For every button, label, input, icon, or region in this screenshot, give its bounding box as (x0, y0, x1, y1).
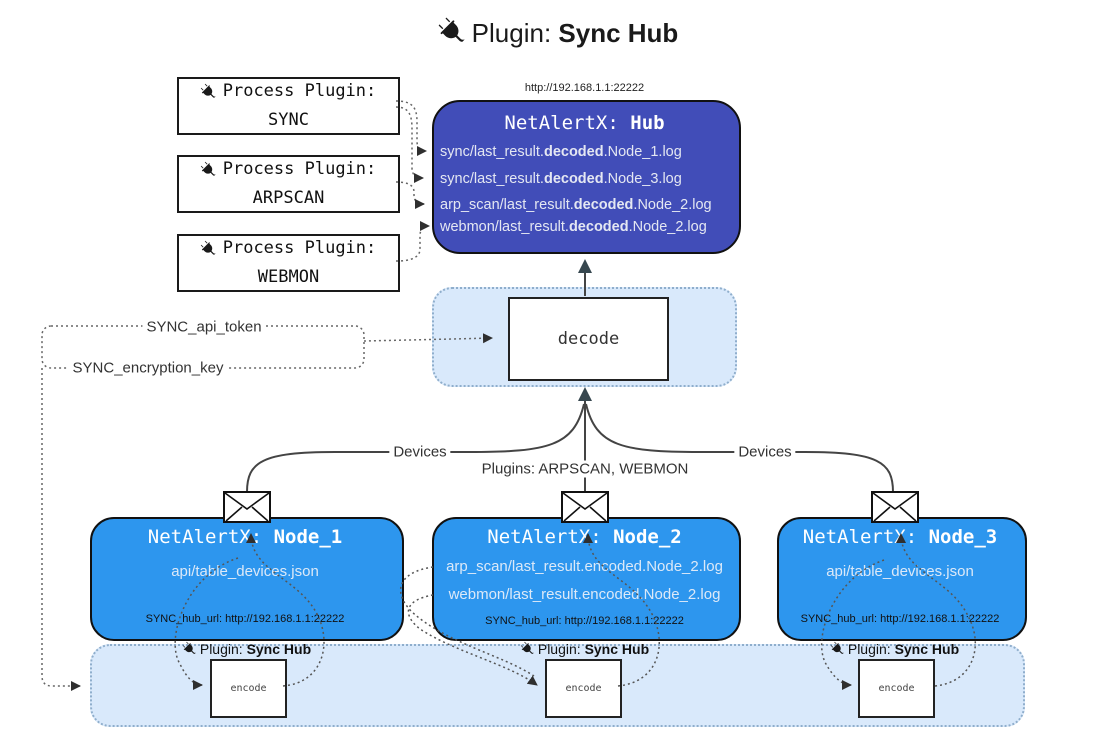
hub-url-label: http://192.168.1.1:22222 (524, 82, 645, 94)
encode-plugin-label: Plugin: Sync Hub (785, 640, 1005, 659)
plug-icon (181, 640, 199, 659)
hub-title-prefix: NetAlertX: (504, 112, 631, 134)
page-title-prefix: Plugin: (471, 18, 559, 48)
process-plugin-sync: Process Plugin: SYNC (177, 77, 400, 135)
process-plugin-label: Process Plugin: (222, 81, 377, 101)
node-2-line: arp_scan/last_result.encoded.Node_2.log (446, 558, 723, 575)
process-plugin-webmon: Process Plugin: WEBMON (177, 234, 400, 292)
node-1-line: api/table_devices.json (171, 563, 319, 580)
plug-icon (829, 640, 847, 659)
encode-box: encode (210, 659, 287, 718)
plug-icon (435, 15, 470, 53)
plug-icon (198, 160, 219, 186)
process-plugin-name: WEBMON (257, 267, 320, 287)
node-3-line: api/table_devices.json (826, 563, 974, 580)
plug-icon (519, 640, 537, 659)
hub-title-name: Hub (630, 112, 665, 134)
encode-label: encode (230, 683, 267, 694)
process-plugin-label: Process Plugin: (222, 159, 377, 179)
plug-icon (198, 239, 219, 265)
hub-log-line: sync/last_result.decoded.Node_1.log (440, 144, 682, 160)
node-2-line: webmon/last_result.encoded.Node_2.log (448, 586, 721, 603)
plug-icon (198, 82, 219, 108)
encode-plugin-label: Plugin: Sync Hub (475, 640, 695, 659)
node-1-title: NetAlertX: Node_1 (147, 526, 343, 548)
encode-plugin-label: Plugin: Sync Hub (137, 640, 357, 659)
node-2-title: NetAlertX: Node_2 (487, 526, 682, 548)
encode-label: encode (878, 683, 915, 694)
process-plugin-name: SYNC (268, 110, 309, 130)
page-title-name: Sync Hub (558, 18, 679, 48)
encode-box: encode (545, 659, 622, 718)
hub-box (432, 100, 741, 254)
process-plugin-arpscan: Process Plugin: ARPSCAN (177, 155, 400, 213)
node-2-hub-url: SYNC_hub_url: http://192.168.1.1:22222 (485, 615, 684, 627)
page-title: Plugin: Sync Hub (0, 15, 1117, 53)
hub-log-line: sync/last_result.decoded.Node_3.log (440, 171, 682, 187)
process-plugin-name: ARPSCAN (252, 188, 325, 208)
node-3-hub-url: SYNC_hub_url: http://192.168.1.1:22222 (800, 613, 1000, 625)
process-plugin-label: Process Plugin: (222, 238, 377, 258)
decode-box: decode (508, 297, 669, 381)
hub-title: NetAlertX: Hub (432, 112, 737, 134)
encode-box: encode (858, 659, 935, 718)
encode-label: encode (565, 683, 602, 694)
node-3-title: NetAlertX: Node_3 (802, 526, 998, 548)
decode-label: decode (557, 329, 620, 349)
hub-log-line: arp_scan/last_result.decoded.Node_2.log (440, 197, 712, 213)
node-1-hub-url: SYNC_hub_url: http://192.168.1.1:22222 (145, 613, 345, 625)
hub-log-line: webmon/last_result.decoded.Node_2.log (440, 219, 707, 235)
